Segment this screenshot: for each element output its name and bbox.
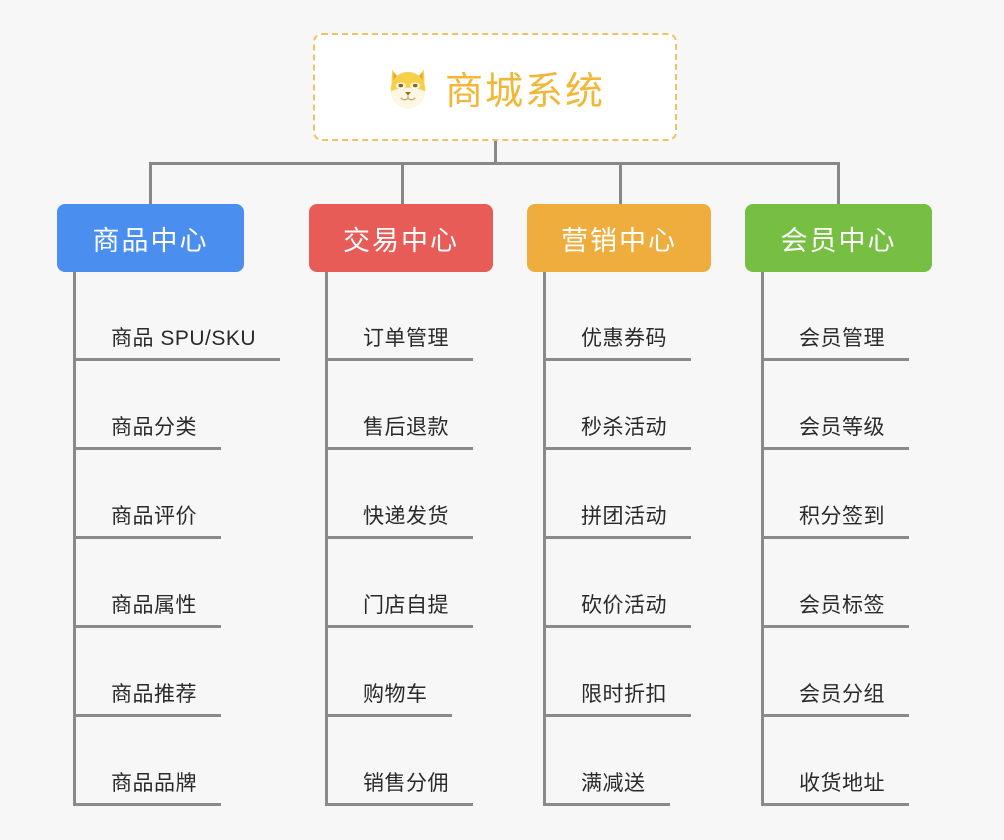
leaf-label: 收货地址: [764, 767, 909, 806]
leaf-label: 砍价活动: [546, 589, 691, 628]
category-label-trade-center: 交易中心: [343, 225, 459, 256]
leaf-label: 会员分组: [764, 678, 909, 717]
list-item[interactable]: 秒杀活动: [546, 361, 711, 450]
list-item[interactable]: 商品品牌: [76, 717, 280, 806]
list-item[interactable]: 拼团活动: [546, 450, 711, 539]
leaf-label: 商品品牌: [76, 767, 221, 806]
category-label-marketing-center: 营销中心: [561, 225, 677, 256]
list-item[interactable]: 会员标签: [764, 539, 932, 628]
list-item[interactable]: 满减送: [546, 717, 711, 806]
list-item[interactable]: 会员等级: [764, 361, 932, 450]
leaf-label: 积分签到: [764, 500, 909, 539]
category-box-trade-center[interactable]: 交易中心: [309, 204, 493, 272]
branch-column-member-center: 会员中心 会员管理 会员等级 积分签到 会员标签 会员分组 收货地址: [745, 204, 932, 806]
list-item[interactable]: 会员管理: [764, 272, 932, 361]
list-item[interactable]: 会员分组: [764, 628, 932, 717]
list-item[interactable]: 商品评价: [76, 450, 280, 539]
leaf-label: 门店自提: [328, 589, 473, 628]
list-item[interactable]: 砍价活动: [546, 539, 711, 628]
leaf-label: 快递发货: [328, 500, 473, 539]
leaf-label: 订单管理: [328, 322, 473, 361]
leaf-label: 秒杀活动: [546, 411, 691, 450]
root-stem-line: [494, 141, 497, 165]
leaf-label: 优惠券码: [546, 322, 691, 361]
branch-column-marketing-center: 营销中心 优惠券码 秒杀活动 拼团活动 砍价活动 限时折扣 满减送: [527, 204, 711, 806]
leaf-list-marketing-center: 优惠券码 秒杀活动 拼团活动 砍价活动 限时折扣 满减送: [543, 272, 711, 806]
leaf-label: 满减送: [546, 767, 670, 806]
list-item[interactable]: 门店自提: [328, 539, 493, 628]
leaf-label: 商品 SPU/SKU: [76, 322, 281, 361]
category-box-marketing-center[interactable]: 营销中心: [527, 204, 711, 272]
leaf-label: 销售分佣: [328, 767, 473, 806]
list-item[interactable]: 商品分类: [76, 361, 280, 450]
category-label-member-center: 会员中心: [780, 225, 897, 256]
category-box-product-center[interactable]: 商品中心: [57, 204, 244, 272]
leaf-label: 限时折扣: [546, 678, 691, 717]
leaf-label: 商品评价: [76, 500, 221, 539]
leaf-label: 商品推荐: [76, 678, 221, 717]
list-item[interactable]: 商品属性: [76, 539, 280, 628]
category-label-product-center: 商品中心: [92, 225, 209, 256]
dog-face-icon: [385, 64, 431, 110]
leaf-label: 商品属性: [76, 589, 221, 628]
leaf-label: 会员等级: [764, 411, 909, 450]
branch-column-trade-center: 交易中心 订单管理 售后退款 快递发货 门店自提 购物车 销售分佣: [309, 204, 493, 806]
branch-drop-line-4: [837, 162, 840, 205]
branch-column-product-center: 商品中心 商品 SPU/SKU 商品分类 商品评价 商品属性 商品推荐 商品品牌: [57, 204, 281, 806]
branch-drop-line-1: [149, 162, 152, 205]
branch-drop-line-2: [401, 162, 404, 205]
leaf-label: 购物车: [328, 678, 452, 717]
leaf-list-trade-center: 订单管理 售后退款 快递发货 门店自提 购物车 销售分佣: [325, 272, 493, 806]
root-title: 商城系统: [444, 70, 605, 113]
leaf-label: 商品分类: [76, 411, 221, 450]
list-item[interactable]: 限时折扣: [546, 628, 711, 717]
branch-drop-line-3: [619, 162, 622, 205]
list-item[interactable]: 积分签到: [764, 450, 932, 539]
list-item[interactable]: 快递发货: [328, 450, 493, 539]
leaf-list-member-center: 会员管理 会员等级 积分签到 会员标签 会员分组 收货地址: [761, 272, 932, 806]
horizontal-bus-line: [150, 162, 840, 165]
leaf-list-product-center: 商品 SPU/SKU 商品分类 商品评价 商品属性 商品推荐 商品品牌: [73, 272, 281, 806]
list-item[interactable]: 商品推荐: [76, 628, 280, 717]
list-item[interactable]: 售后退款: [328, 361, 493, 450]
leaf-label: 售后退款: [328, 411, 473, 450]
list-item[interactable]: 优惠券码: [546, 272, 711, 361]
list-item[interactable]: 销售分佣: [328, 717, 493, 806]
list-item[interactable]: 商品 SPU/SKU: [76, 272, 281, 361]
leaf-label: 会员管理: [764, 322, 909, 361]
category-box-member-center[interactable]: 会员中心: [745, 204, 932, 272]
list-item[interactable]: 收货地址: [764, 717, 932, 806]
leaf-label: 会员标签: [764, 589, 909, 628]
root-node[interactable]: 商城系统: [313, 33, 677, 141]
leaf-label: 拼团活动: [546, 500, 691, 539]
list-item[interactable]: 订单管理: [328, 272, 493, 361]
list-item[interactable]: 购物车: [328, 628, 493, 717]
